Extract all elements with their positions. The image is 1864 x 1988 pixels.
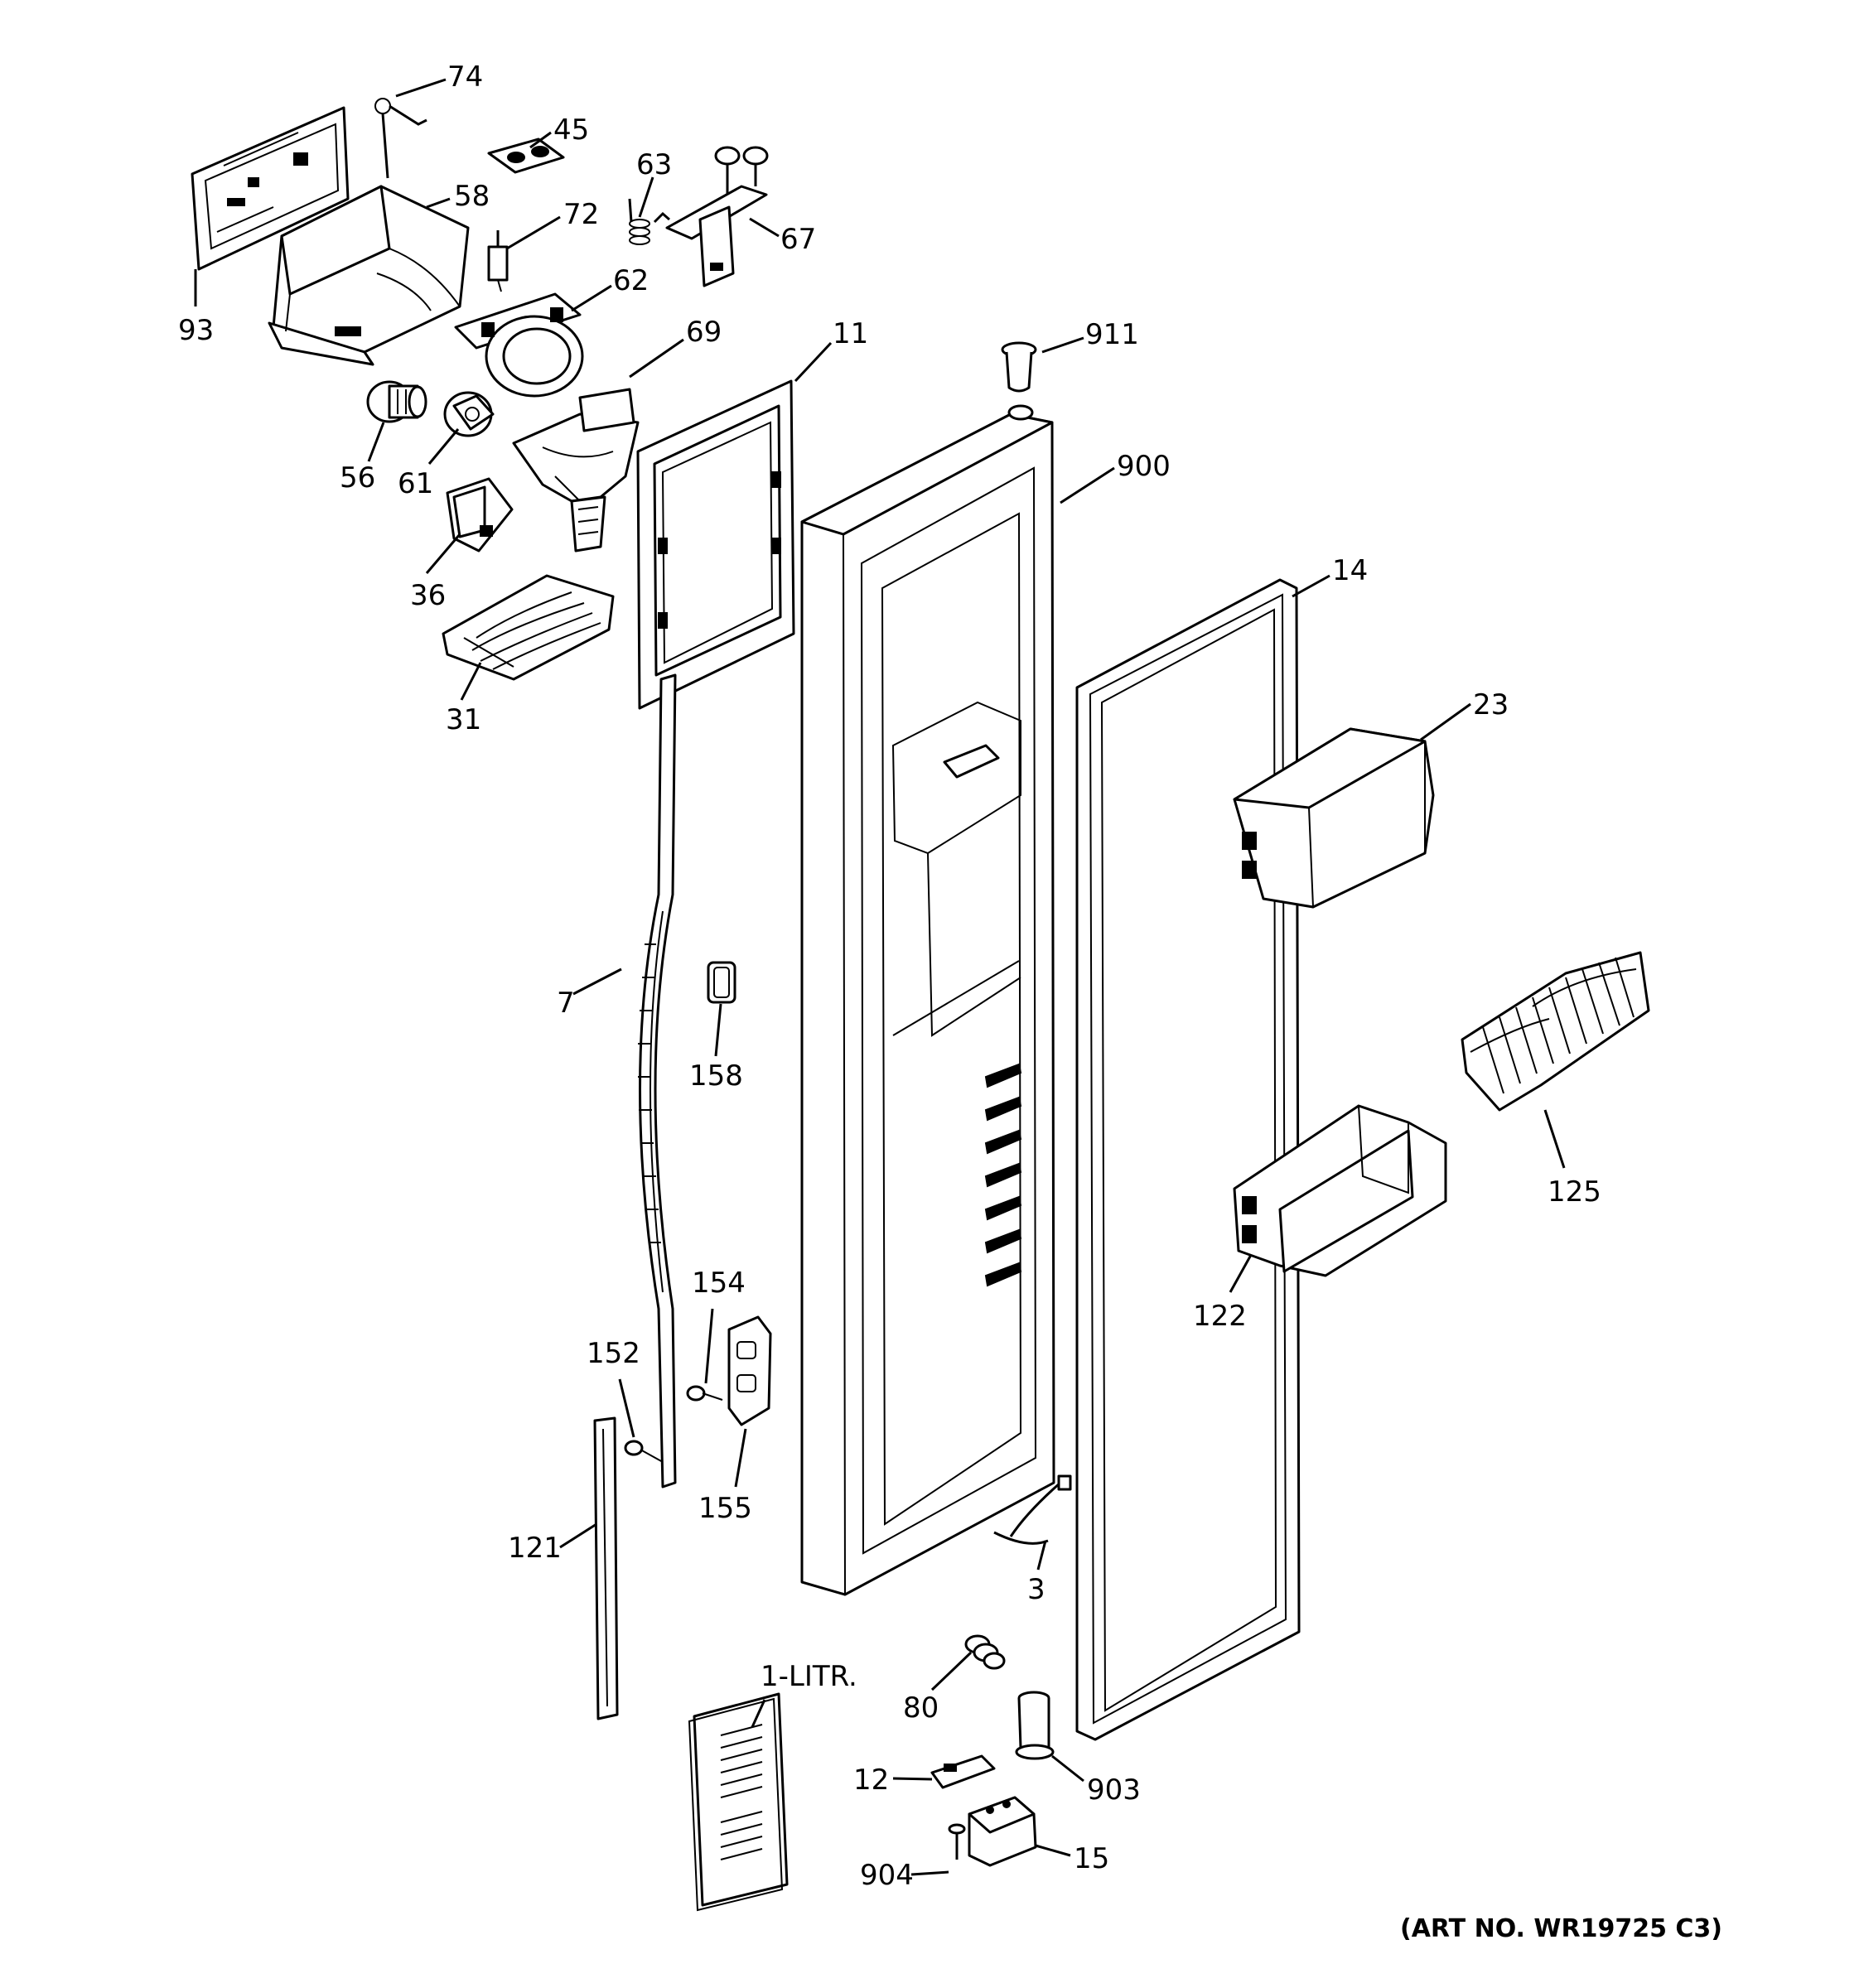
part-15-bottom-hinge [968, 1796, 1037, 1867]
part-72-switch [487, 230, 509, 292]
part-903-hinge-pin [1015, 1691, 1055, 1760]
label-74: 74 [447, 60, 483, 94]
art-number: (ART NO. WR19725 C3) [1400, 1914, 1722, 1943]
part-69-chute [512, 388, 640, 552]
label-7: 7 [557, 987, 575, 1020]
label-154: 154 [692, 1267, 746, 1300]
part-152-screw [624, 1440, 664, 1463]
label-15: 15 [1074, 1842, 1109, 1875]
label-67: 67 [780, 223, 816, 256]
part-58-dispenser-housing [268, 185, 470, 366]
label-11: 11 [833, 317, 868, 350]
part-125-wire-basket [1461, 951, 1650, 1112]
part-904-screw [948, 1823, 966, 1860]
label-61: 61 [398, 467, 433, 500]
part-62-ring [454, 292, 584, 398]
label-63: 63 [636, 148, 672, 181]
label-14: 14 [1332, 554, 1368, 587]
part-labels: 74 45 63 58 72 67 93 62 69 11 911 56 61 … [178, 60, 1722, 1943]
leader-lines [367, 78, 1566, 1876]
label-903: 903 [1087, 1773, 1141, 1807]
part-63-spring [628, 198, 670, 245]
part-56-motor [366, 380, 427, 423]
part-11-dispenser-frame [636, 379, 795, 710]
label-158: 158 [689, 1059, 743, 1093]
label-36: 36 [410, 579, 446, 612]
part-900-door [800, 404, 1055, 1596]
label-121: 121 [508, 1532, 562, 1565]
part-14-gasket [1075, 578, 1301, 1741]
label-1-litr: 1-LITR. [761, 1660, 857, 1693]
part-93-control-board [191, 106, 350, 306]
part-31-grille [442, 574, 615, 681]
label-125: 125 [1548, 1175, 1601, 1209]
part-80-plug [964, 1634, 1006, 1670]
label-31: 31 [446, 703, 481, 736]
label-3: 3 [1027, 1573, 1045, 1606]
part-158-clip [707, 961, 736, 1004]
part-23-door-bin [1233, 727, 1435, 909]
label-93: 93 [178, 314, 214, 347]
label-122: 122 [1193, 1300, 1247, 1333]
label-911: 911 [1085, 318, 1139, 351]
part-36-bracket [446, 477, 514, 552]
label-904: 904 [860, 1859, 914, 1892]
label-12: 12 [853, 1764, 889, 1797]
part-45-bracket [487, 138, 565, 174]
label-900: 900 [1117, 450, 1171, 483]
part-67-actuator [665, 146, 769, 287]
label-152: 152 [587, 1337, 640, 1370]
part-155-hinge [727, 1315, 772, 1426]
part-121-strip [593, 1416, 619, 1720]
part-74-spring [374, 98, 427, 179]
label-23: 23 [1473, 688, 1509, 721]
part-7-trim [638, 673, 677, 1489]
label-56: 56 [340, 461, 375, 495]
part-1-litr-literature [688, 1692, 789, 1912]
label-45: 45 [553, 113, 589, 147]
part-154-screw [686, 1385, 723, 1402]
label-72: 72 [563, 198, 599, 231]
part-12-hinge-plate [930, 1754, 996, 1789]
part-911-bushing [1001, 341, 1037, 393]
label-62: 62 [613, 264, 649, 297]
part-61-coupling [443, 391, 495, 437]
label-58: 58 [454, 180, 490, 213]
part-122-door-bin [1233, 1104, 1447, 1277]
label-155: 155 [698, 1492, 752, 1525]
label-80: 80 [903, 1691, 939, 1725]
label-69: 69 [686, 316, 722, 349]
